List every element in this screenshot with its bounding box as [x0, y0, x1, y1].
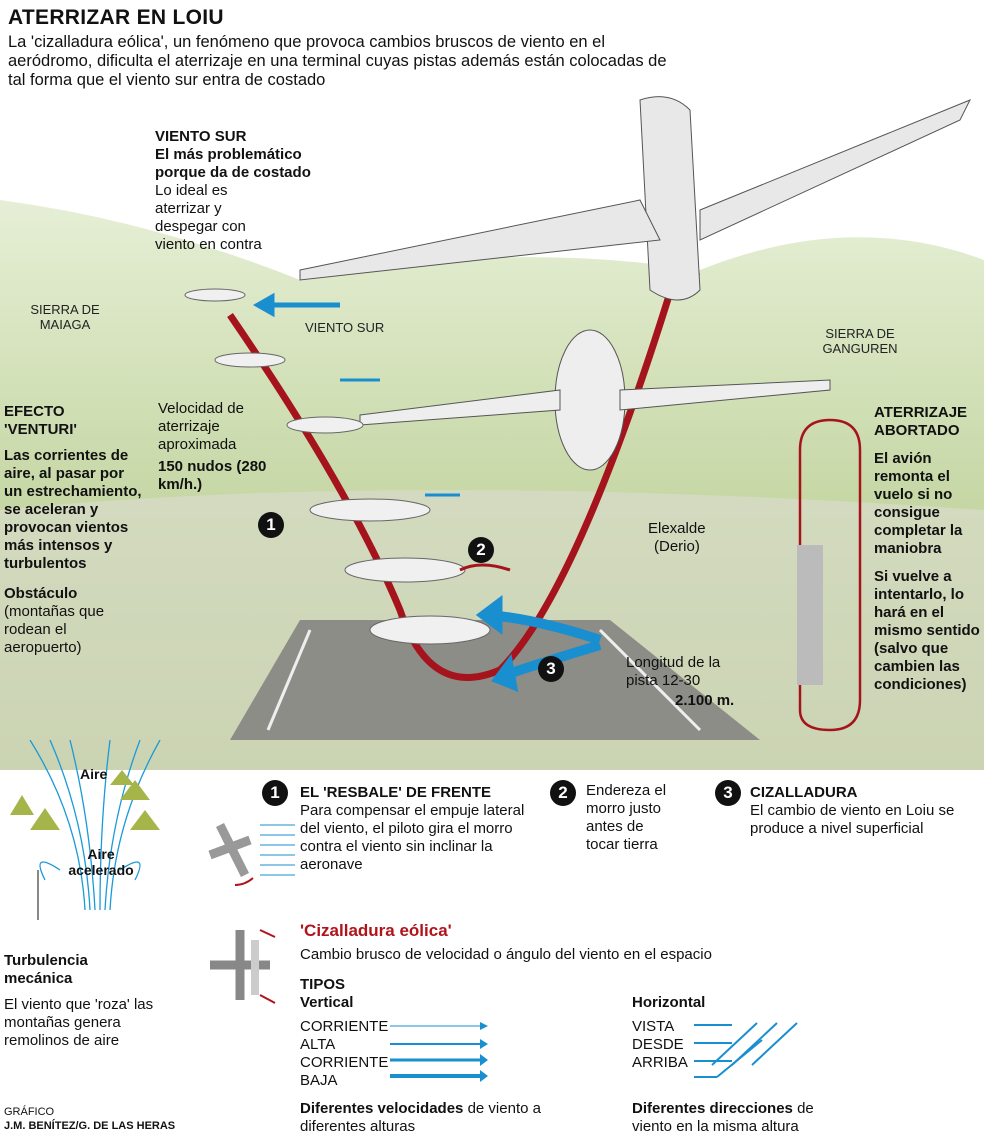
venturi-text: Las corrientes de aire, al pasar por un …: [4, 447, 142, 572]
label-longitud-valor: 2.100 m.: [675, 692, 735, 709]
abort-loop: [798, 418, 862, 732]
page-title: ATERRIZAR EN LOIU: [8, 6, 224, 29]
abortado-text-1: El avión remonta el vuelo si no consigue…: [874, 450, 963, 557]
label-elexalde: Elexalde: [648, 520, 706, 537]
vertical-label: Vertical: [300, 994, 354, 1011]
obstaculo-text: (montañas que rodean el aeropuerto): [4, 603, 105, 656]
vertical-caption-text: de viento a diferentes alturas: [300, 1100, 541, 1135]
vertical-caption-bold: Diferentes velocidades: [300, 1100, 464, 1117]
credit-authors: J.M. BENÍTEZ/G. DE LAS HERAS: [4, 1120, 176, 1132]
crab-plane-icon: [208, 822, 295, 886]
approach-path: [227, 258, 684, 681]
landing-illustration: [0, 96, 984, 770]
venturi-block: EFECTO 'VENTURI' Las corrientes de aire,…: [4, 403, 144, 657]
v-label: ALTA: [300, 1036, 336, 1053]
label-aire-acelerado: Aire acelerado: [68, 846, 134, 878]
horizontal-labels: VISTA DESDE ARRIBA: [632, 1018, 688, 1072]
viento-sur-text: Lo ideal es aterrizar y despegar con vie…: [155, 182, 262, 253]
marker-1: 1: [258, 512, 284, 538]
turbulencia-text: El viento que 'roza' las montañas genera…: [4, 996, 154, 1049]
step-3: CIZALLADURA El cambio de viento en Loiu …: [750, 784, 980, 838]
h-label: ARRIBA: [632, 1054, 688, 1071]
label-viento-sur: VIENTO SUR: [305, 320, 385, 335]
viento-sur-block: VIENTO SUR El más problemático porque da…: [155, 128, 330, 254]
airplane-aborting: [359, 329, 831, 471]
label-sierra-maiaga: SIERRA DE MAIAGA: [30, 302, 100, 332]
step-3-text: El cambio de viento en Loiu se produce a…: [750, 802, 955, 837]
obstaculo-title: Obstáculo: [4, 585, 78, 602]
step-2-text: Endereza el morro justo antes de tocar t…: [586, 782, 667, 853]
label-aire: Aire: [80, 766, 108, 782]
horizontal-caption-bold: Diferentes direcciones: [632, 1100, 793, 1117]
vertical-caption: Diferentes velocidades de viento a difer…: [300, 1100, 600, 1136]
abortado-title: ATERRIZAJE ABORTADO: [874, 404, 968, 439]
marker-2: 2: [468, 537, 494, 563]
step-1-title: EL 'RESBALE' DE FRENTE: [300, 784, 492, 801]
v-label: CORRIENTE: [300, 1054, 389, 1071]
step-1: EL 'RESBALE' DE FRENTE Para compensar el…: [300, 784, 540, 874]
cizalladura-title: 'Cizalladura eólica': [300, 921, 452, 940]
viento-sur-title: VIENTO SUR: [155, 128, 247, 145]
v-label: CORRIENTE: [300, 1018, 389, 1035]
abortado-block: ATERRIZAJE ABORTADO El avión remonta el …: [874, 404, 984, 694]
step-2-number: 2: [550, 780, 576, 806]
horizontal-caption-text: de viento en la misma altura: [632, 1100, 814, 1135]
h-label: DESDE: [632, 1036, 684, 1053]
airplane-large: [299, 96, 972, 301]
step-3-title: CIZALLADURA: [750, 784, 858, 801]
vertical-labels: CORRIENTE ALTA CORRIENTE BAJA: [300, 1018, 388, 1090]
abortado-text-2: Si vuelve a intentarlo, lo hará en el mi…: [874, 568, 980, 693]
step-1-number: 1: [262, 780, 288, 806]
turbulencia-title: Turbulencia mecánica: [4, 952, 88, 987]
marker-3: 3: [538, 656, 564, 682]
horizontal-label: Horizontal: [632, 994, 706, 1011]
tipos-label: TIPOS: [300, 976, 346, 993]
label-derio: (Derio): [654, 538, 700, 555]
intro-text: La 'cizalladura eólica', un fenómeno que…: [8, 33, 667, 89]
step-3-number: 3: [715, 780, 741, 806]
approaching-planes: [184, 288, 491, 645]
venturi-diagram: [10, 740, 161, 920]
label-longitud: Longitud de la pista 12-30: [626, 654, 721, 689]
label-nudos: 150 nudos (280 km/h.): [158, 458, 267, 493]
cizalladura-text: Cambio brusco de velocidad o ángulo del …: [300, 946, 712, 963]
step-1-text: Para compensar el empuje lateral del vie…: [300, 802, 525, 873]
venturi-title: EFECTO 'VENTURI': [4, 403, 77, 438]
vertical-shear-arrows: [390, 1022, 488, 1082]
shear-plane-icon: [210, 929, 276, 1004]
turbulencia-block: Turbulencia mecánica El viento que 'roza…: [4, 952, 174, 1050]
viento-sur-subtitle: El más problemático porque da de costado: [155, 146, 311, 181]
label-sierra-ganguren: SIERRA DE GANGUREN: [822, 326, 898, 356]
horizontal-shear-arrows: [694, 1022, 798, 1078]
credit-label: GRÁFICO: [4, 1106, 55, 1118]
v-label: BAJA: [300, 1072, 338, 1089]
label-velocidad: Velocidad de aterrizaje aproximada: [158, 400, 244, 453]
horizontal-caption: Diferentes direcciones de viento en la m…: [632, 1100, 852, 1136]
mini-runway: [797, 545, 823, 685]
h-label: VISTA: [632, 1018, 675, 1035]
